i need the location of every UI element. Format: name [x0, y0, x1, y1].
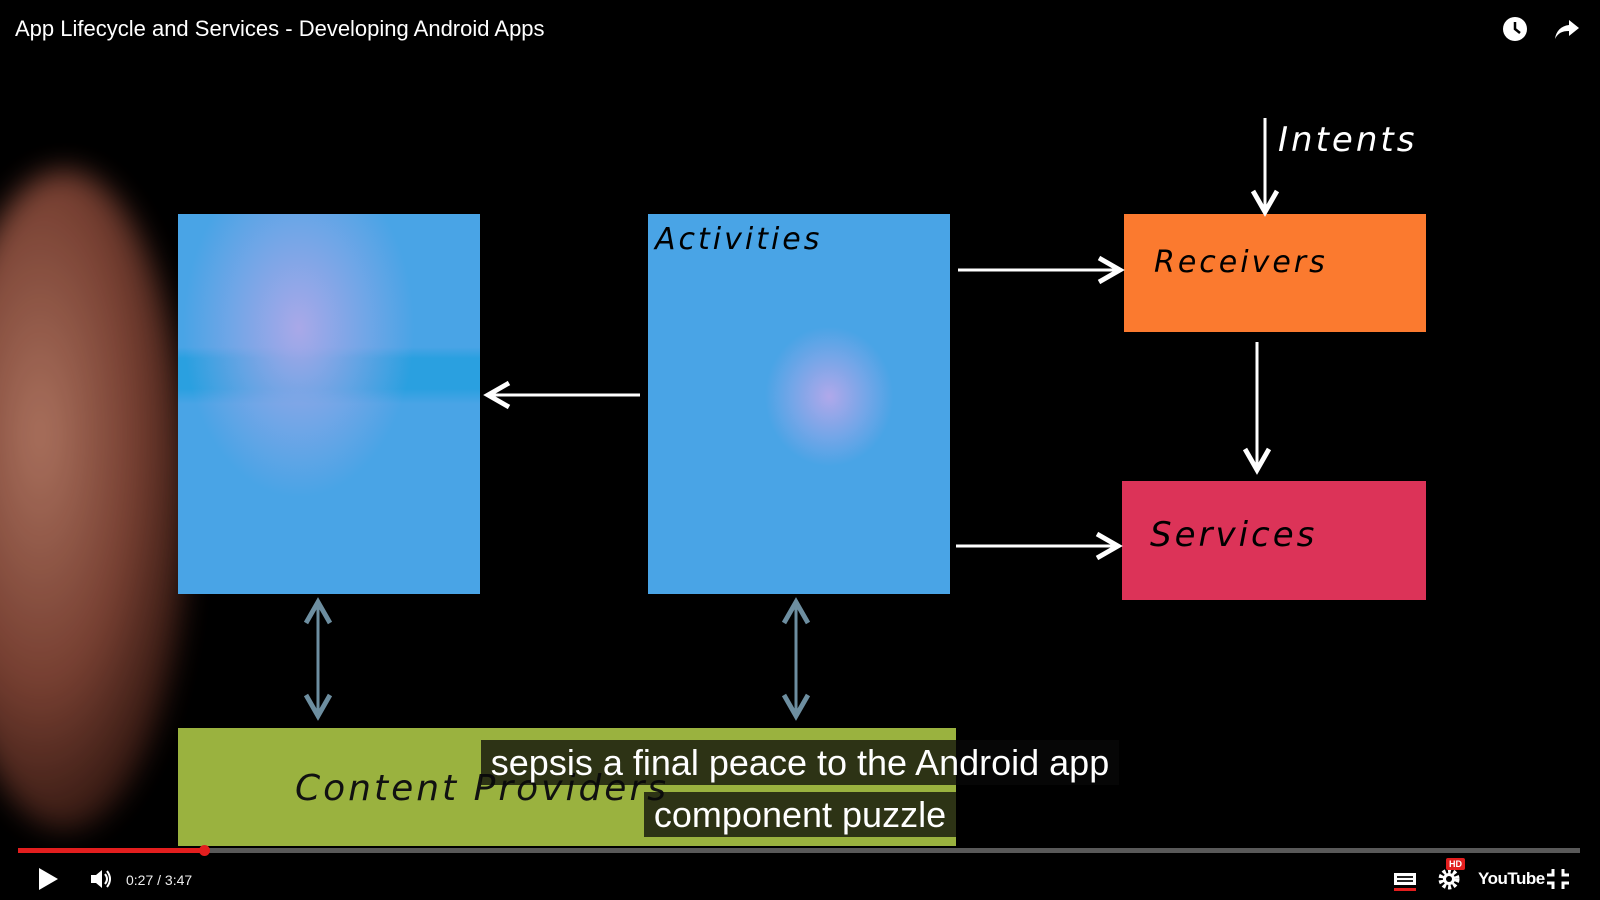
diagram-arrows	[303, 118, 1280, 721]
blank-blue-box	[178, 214, 480, 594]
play-button[interactable]	[36, 866, 60, 892]
settings-icon	[1438, 868, 1460, 890]
progress-played	[18, 848, 204, 853]
share-icon	[1555, 20, 1579, 39]
fullscreen-exit-icon	[1547, 869, 1569, 889]
progress-bar[interactable]	[18, 845, 1580, 856]
volume-button[interactable]	[88, 866, 114, 892]
hd-badge: HD	[1446, 858, 1465, 870]
watch-later-button[interactable]	[1500, 14, 1530, 44]
play-icon	[39, 868, 58, 890]
control-bar: 0:27 / 3:47 HD YouTube	[0, 858, 1600, 900]
caption-line-2: component puzzle	[0, 792, 1600, 837]
volume-icon	[91, 870, 111, 888]
watch-later-icon	[1503, 17, 1527, 41]
fullscreen-exit-button[interactable]	[1544, 866, 1572, 892]
youtube-logo[interactable]: YouTube	[1478, 869, 1545, 888]
share-button[interactable]	[1552, 14, 1582, 44]
services-box	[1122, 481, 1426, 600]
captions-icon	[1394, 873, 1416, 891]
receivers-box	[1124, 214, 1426, 332]
activities-label: Activities	[655, 222, 823, 257]
caption-line-1: sepsis a final peace to the Android app	[0, 740, 1600, 785]
video-frame[interactable]: Activities Receivers Services Content Pr…	[0, 0, 1600, 850]
time-display: 0:27 / 3:47	[126, 872, 193, 888]
progress-scrubber[interactable]	[199, 845, 210, 856]
services-label: Services	[1150, 515, 1318, 555]
intents-label: Intents	[1278, 120, 1418, 160]
activities-box	[648, 214, 950, 594]
settings-button[interactable]	[1436, 866, 1462, 892]
captions-button[interactable]	[1392, 866, 1418, 892]
top-controls	[1500, 14, 1582, 44]
receivers-label: Receivers	[1154, 245, 1328, 280]
video-title: App Lifecycle and Services - Developing …	[15, 16, 545, 41]
